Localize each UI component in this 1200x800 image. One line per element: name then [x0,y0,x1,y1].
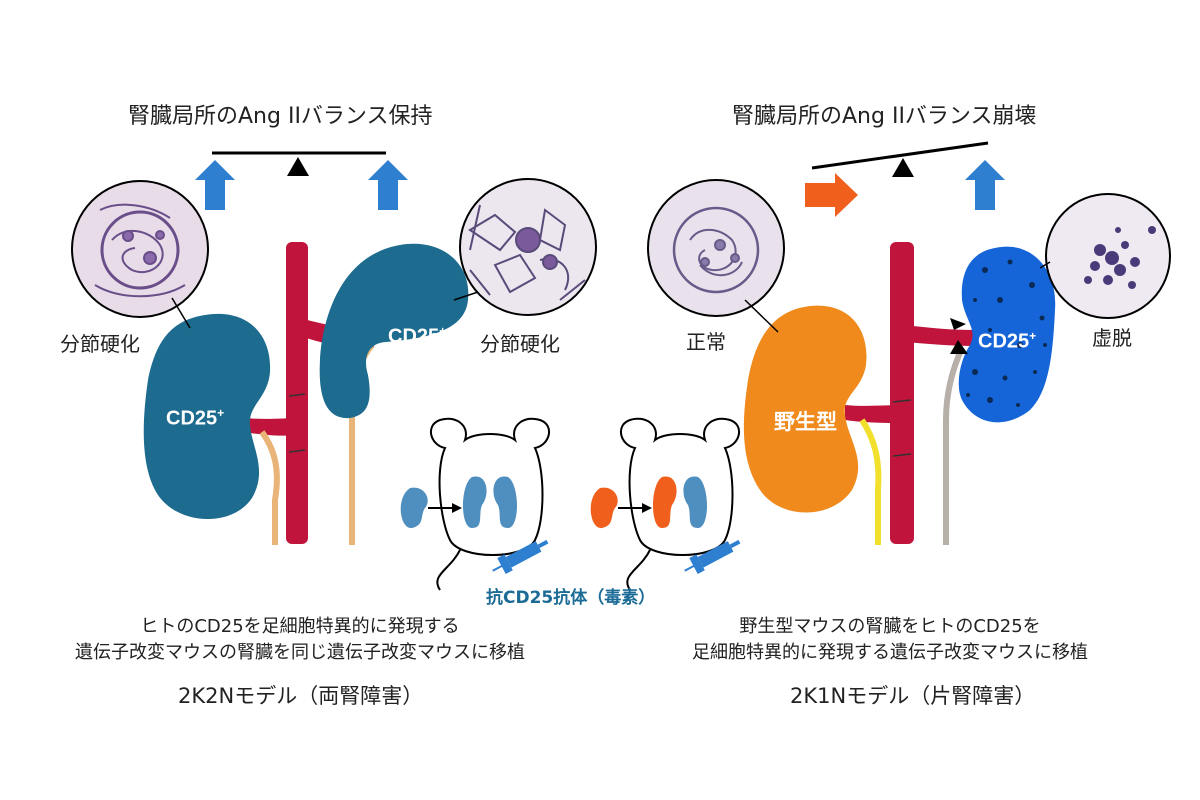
right-stenosis-arrowhead-top [950,318,966,330]
right-model-label: 2K1Nモデル（片腎障害） [790,684,1036,708]
left-balance-beam [212,151,386,176]
left-micrograph-b [459,178,597,316]
right-up-arrow-blue-icon [965,160,1005,210]
left-kidney-2-label: CD25+ [388,324,447,348]
left-caption-line1: ヒトのCD25を足細胞特異的に発現する [140,616,460,637]
left-mouse-illustration [400,417,550,591]
left-panel-title: 腎臓局所のAng IIバランス保持 [128,104,433,129]
right-caption-line1: 野生型マウスの腎臓をヒトのCD25を [739,616,1041,637]
right-arrow-orange-icon [805,173,858,217]
right-ureter-cd25 [943,346,965,545]
antibody-label: 抗CD25抗体（毒素） [486,588,656,608]
right-stenosis-arrowhead-bottom [950,340,968,354]
right-micrograph-a [647,179,785,317]
left-label-segmental-sclerosis-1: 分節硬化 [60,332,140,356]
right-label-collapse: 虚脱 [1092,326,1132,350]
left-ureter-a [259,430,280,545]
left-kidney-1 [143,313,271,520]
right-label-normal: 正常 [686,330,726,354]
pointer-line-b [453,291,479,301]
left-aorta-vessel [245,242,374,544]
left-label-segmental-sclerosis-2: 分節硬化 [480,332,560,356]
pointer-line-a [171,297,191,329]
right-ureter-wt [859,418,882,545]
right-mouse-illustration [590,417,740,591]
left-model-label: 2K2Nモデル（両腎障害） [178,684,424,708]
right-kidney-cd25-label: CD25+ [978,329,1037,353]
left-kidney-2 [319,243,469,419]
right-up-arrow-icon [368,160,408,210]
pointer-line-d [1039,261,1051,269]
right-kidney-cd25-speckles [966,259,1047,407]
right-balance-beam [811,141,989,177]
right-kidney-wildtype [743,305,867,513]
right-syringe-icon [684,539,741,575]
pointer-line-c [744,299,779,333]
right-aorta-vessel [845,242,975,544]
right-caption-line2: 足細胞特異的に発現する遺伝子改変マウスに移植 [692,642,1088,663]
left-kidney-1-label: CD25+ [166,406,225,430]
left-caption-line2: 遺伝子改変マウスの腎臓を同じ遺伝子改変マウスに移植 [75,642,525,663]
right-kidney-cd25 [958,246,1056,423]
right-panel-title: 腎臓局所のAng IIバランス崩壊 [732,104,1037,129]
left-micrograph-a [71,180,209,318]
left-up-arrow-icon [195,160,235,210]
left-syringe-icon [492,539,549,575]
right-kidney-wildtype-label: 野生型 [774,411,837,434]
right-micrograph-b [1045,193,1171,319]
